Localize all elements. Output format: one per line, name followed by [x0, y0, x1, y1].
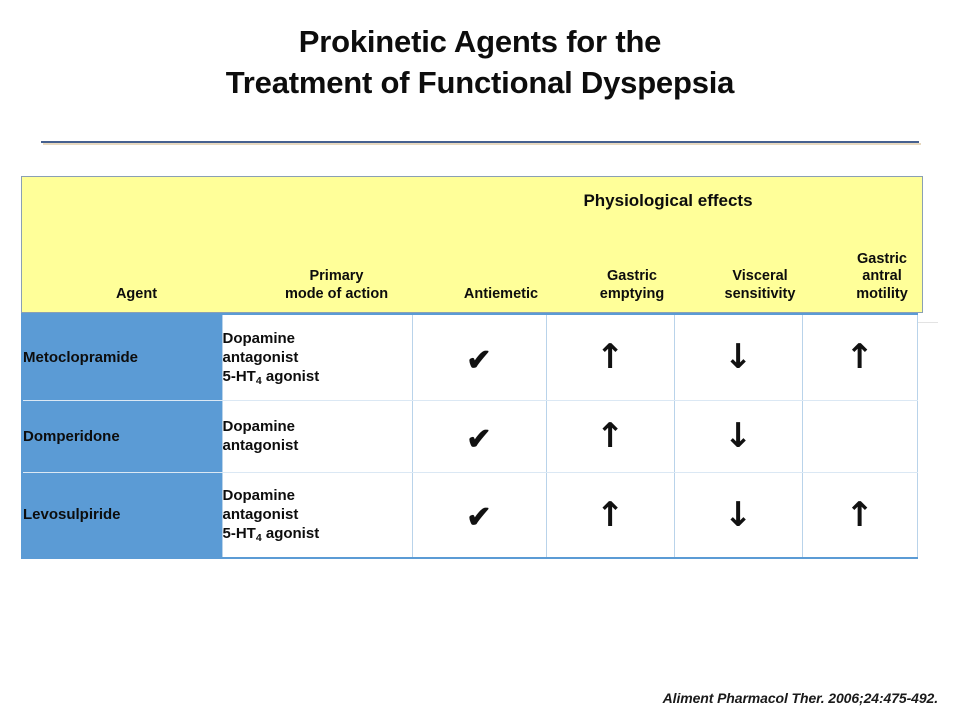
check-icon: ✔	[466, 343, 492, 377]
arrow-up-icon: ↑	[845, 337, 874, 378]
title-line-2: Treatment of Functional Dyspepsia	[225, 64, 735, 100]
column-header-visceral-sensitivity: Visceral sensitivity	[697, 268, 823, 304]
table-row: Domperidone Dopamine antagonist ✔ ↑ ↓	[22, 400, 918, 473]
column-header-emptying-line1: Gastric	[607, 268, 657, 285]
title-line-1: Prokinetic Agents for the	[298, 24, 662, 59]
cell-visceral-sensitivity: ↓	[674, 400, 803, 473]
cell-agent: Domperidone	[22, 400, 223, 473]
column-header-visceral-line2: sensitivity	[724, 286, 796, 303]
mode-line: 5-HT4 agonist	[222, 367, 320, 387]
cell-mode-of-action: Dopamine antagonist	[222, 400, 413, 473]
cell-gastric-emptying: ↑	[546, 472, 675, 558]
cell-gastric-emptying: ↑	[546, 400, 675, 473]
cell-agent: Levosulpiride	[22, 472, 223, 558]
mode-line: Dopamine	[222, 329, 296, 347]
column-header-mode-of-action: Primary mode of action	[244, 268, 429, 304]
column-header-gastric-antral-motility: Gastric antral motility	[825, 251, 939, 304]
arrow-up-icon: ↑	[595, 416, 625, 456]
arrow-up-icon: ↑	[845, 494, 874, 535]
mode-line: 5-HT4 agonist	[222, 525, 320, 545]
divider-line	[41, 141, 919, 143]
arrow-down-icon: ↓	[723, 494, 753, 535]
table-row: Metoclopramide Dopamine antagonist 5-HT4…	[22, 314, 918, 401]
source-citation: Aliment Pharmacol Ther. 2006;24:475-492.	[662, 690, 938, 706]
arrow-down-icon: ↓	[723, 416, 753, 456]
column-header-antral-line2: antral	[862, 268, 902, 285]
cell-mode-of-action: Dopamine antagonist 5-HT4 agonist	[222, 472, 413, 558]
check-icon: ✔	[466, 501, 492, 535]
mode-line: Dopamine	[222, 417, 296, 435]
divider-shadow	[43, 143, 921, 145]
table-header-band: Physiological effects Agent Primary mode…	[21, 176, 923, 313]
arrow-up-icon: ↑	[595, 494, 625, 535]
group-header-physiological-effects: Physiological effects	[583, 191, 753, 210]
table-body: Metoclopramide Dopamine antagonist 5-HT4…	[22, 314, 918, 558]
mode-line: antagonist	[222, 437, 299, 454]
column-header-emptying-line2: emptying	[599, 286, 665, 303]
column-header-mode-line1: Primary	[309, 268, 364, 285]
table-row: Levosulpiride Dopamine antagonist 5-HT4 …	[22, 472, 918, 558]
arrow-down-icon: ↓	[723, 337, 753, 378]
cell-antiemetic: ✔	[412, 314, 547, 401]
cell-gastric-antral-motility	[802, 400, 918, 473]
title-divider	[41, 141, 921, 146]
cell-agent: Metoclopramide	[22, 314, 223, 401]
mode-line: Dopamine	[222, 487, 296, 505]
column-header-antiemetic: Antiemetic	[437, 286, 565, 304]
arrow-up-icon: ↑	[595, 337, 625, 378]
column-header-gastric-emptying: Gastric emptying	[569, 268, 695, 304]
mode-line: antagonist	[222, 348, 299, 366]
cell-visceral-sensitivity: ↓	[674, 314, 803, 401]
column-header-agent: Agent	[44, 286, 229, 304]
cell-visceral-sensitivity: ↓	[674, 472, 803, 558]
column-header-visceral-line1: Visceral	[732, 268, 788, 285]
page-title: Prokinetic Agents for the Treatment of F…	[0, 22, 960, 104]
cell-antiemetic: ✔	[412, 472, 547, 558]
column-header-mode-line2: mode of action	[284, 286, 389, 303]
column-header-agent-line2: Agent	[115, 286, 158, 303]
cell-gastric-antral-motility: ↑	[802, 472, 918, 558]
column-header-antiemetic-line2: Antiemetic	[463, 286, 539, 303]
check-icon: ✔	[466, 422, 492, 456]
cell-gastric-emptying: ↑	[546, 314, 675, 401]
cell-mode-of-action: Dopamine antagonist 5-HT4 agonist	[222, 314, 413, 401]
column-header-antral-line3: motility	[856, 286, 908, 303]
mode-line: antagonist	[222, 506, 299, 524]
cell-antiemetic: ✔	[412, 400, 547, 473]
prokinetic-agents-table: Metoclopramide Dopamine antagonist 5-HT4…	[21, 313, 918, 559]
cell-gastric-antral-motility: ↑	[802, 314, 918, 401]
column-header-antral-line1: Gastric	[857, 250, 907, 267]
